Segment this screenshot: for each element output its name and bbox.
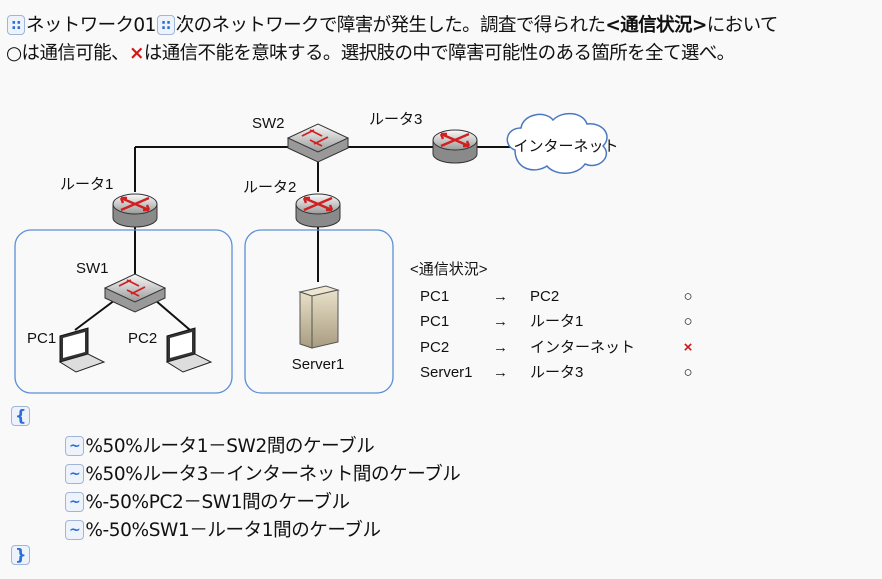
arrow: → [493,313,508,330]
question-body: 次のネットワークで障害が発生した。調査で得られた [175,15,606,36]
router3-label: ルータ3 [369,111,422,128]
choice-label: %50%ルータ1－SW2間のケーブル [85,436,375,457]
choice-item[interactable]: ~%-50%SW1－ルータ1間のケーブル [64,516,381,542]
status-table: PC1 → PC2 ○ PC1 → ルータ1 ○ PC2 → インターネット ×… [420,288,693,381]
status-result: × [684,339,693,356]
router1-label: ルータ1 [60,176,113,193]
arrow: → [493,364,508,381]
server-icon [298,285,340,349]
router2-label: ルータ2 [243,179,296,196]
status-to: ルータ3 [530,364,583,381]
router-icon [294,192,342,229]
choice-item[interactable]: ~%-50%PC2－SW1間のケーブル [64,488,350,514]
open-brace-icon: { [11,406,31,426]
server1-label: Server1 [292,356,345,373]
choice-label: %-50%PC2－SW1間のケーブル [85,492,350,513]
status-result: ○ [683,364,692,381]
status-from: PC1 [420,288,449,305]
lan-group-2 [244,229,394,394]
circle-mark: ○ [6,43,22,64]
laptop-icon [166,327,212,373]
status-to: PC2 [530,288,559,305]
status-result: ○ [683,313,692,330]
question-body: は通信可能、 [21,43,130,64]
arrow: → [493,339,508,356]
router-icon [431,128,479,165]
tilde-icon: ~ [65,492,85,512]
question-body: は通信不能を意味する。選択肢の中で障害可能性のある箇所を全て選べ。 [143,43,735,64]
grip-dots-icon: :: [156,15,175,35]
pc1-label: PC1 [27,330,56,347]
router-icon [111,192,159,229]
status-from: PC2 [420,339,449,356]
cross-mark: × [128,43,145,64]
choice-label: %-50%SW1－ルータ1間のケーブル [85,520,381,541]
tilde-icon: ~ [65,436,85,456]
choice-label: %50%ルータ3－インターネット間のケーブル [85,464,461,485]
status-from: PC1 [420,313,449,330]
sw2-label: SW2 [252,115,285,132]
arrow: → [493,288,508,305]
tilde-icon: ~ [65,520,85,540]
switch-icon [287,123,349,163]
switch-icon [104,273,166,313]
status-ref: <通信状況> [605,15,707,36]
status-result: ○ [683,288,692,305]
network-diagram: インターネット SW2 ルータ3 ルータ1 ルータ2 SW1 PC1 PC2 S… [14,111,693,394]
question-text: ::ネットワーク01::次のネットワークで障害が発生した。調査で得られた<通信状… [6,12,882,68]
internet-cloud-icon [506,112,608,174]
question-title: ネットワーク01 [26,15,156,36]
status-from: Server1 [420,364,473,381]
grip-dots-icon: :: [7,15,25,35]
status-to: インターネット [530,339,635,356]
sw1-label: SW1 [76,260,109,277]
status-title: <通信状況> [410,261,488,278]
pc2-label: PC2 [128,330,157,347]
tilde-icon: ~ [65,464,85,484]
internet-label: インターネット [513,138,618,155]
status-to: ルータ1 [530,313,583,330]
question-body: において [706,15,779,36]
choice-item[interactable]: ~%50%ルータ1－SW2間のケーブル [64,432,375,458]
lan-group-1 [14,229,233,394]
choice-item[interactable]: ~%50%ルータ3－インターネット間のケーブル [64,460,461,486]
close-brace-icon: } [11,545,31,565]
laptop-icon [59,327,105,373]
